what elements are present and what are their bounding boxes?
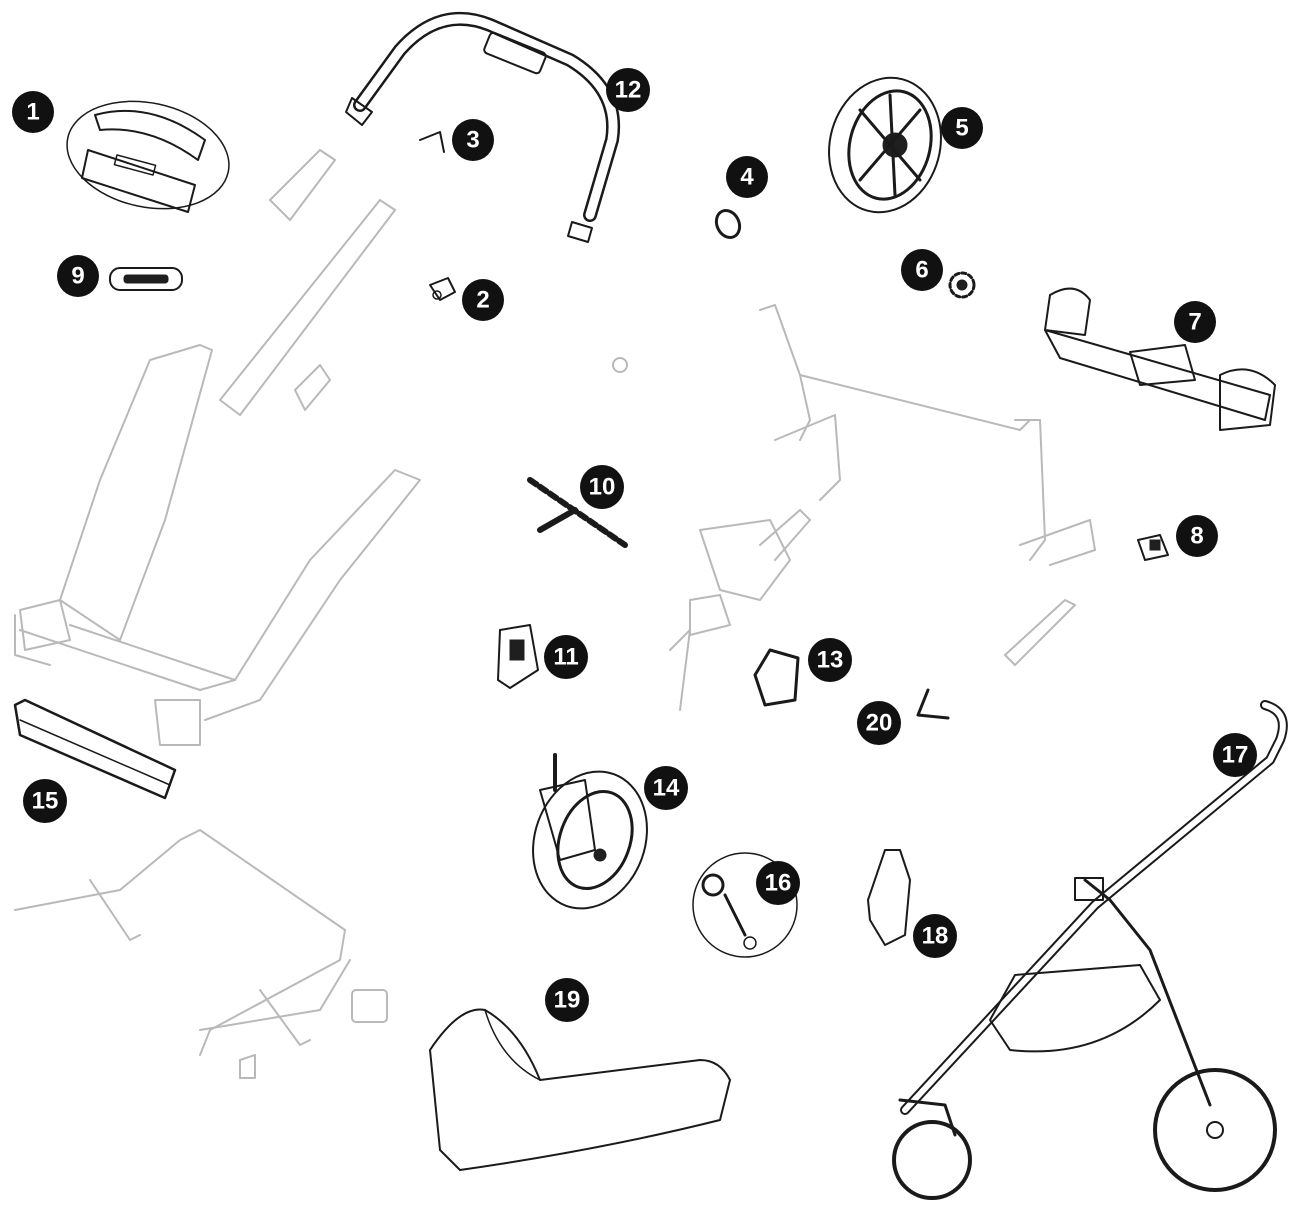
- part-9-logo-badge: [109, 267, 183, 291]
- svg-text:5: 5: [955, 115, 968, 142]
- part-14-front-wheel: [532, 753, 648, 910]
- part-3-pin: [419, 131, 445, 153]
- part-15-bumper-bar: [13, 698, 177, 800]
- svg-text:17: 17: [1222, 742, 1249, 769]
- svg-text:13: 13: [817, 647, 844, 674]
- svg-text:10: 10: [589, 474, 616, 501]
- part-11-buckle: [497, 624, 539, 689]
- svg-text:3: 3: [466, 127, 479, 154]
- svg-text:19: 19: [554, 987, 581, 1014]
- badge-20: 20: [857, 701, 901, 745]
- svg-text:14: 14: [653, 775, 680, 802]
- badge-12: 12: [606, 68, 650, 112]
- badge-4: 4: [726, 156, 768, 198]
- badge-9: 9: [57, 255, 99, 297]
- part-19-basket: [429, 1008, 731, 1171]
- svg-text:6: 6: [915, 257, 928, 284]
- svg-text:11: 11: [553, 644, 578, 671]
- badge-3: 3: [452, 119, 494, 161]
- part-2-knob: [429, 277, 456, 301]
- svg-text:12: 12: [615, 77, 642, 104]
- svg-text:18: 18: [922, 923, 949, 950]
- badge-18: 18: [913, 914, 957, 958]
- ghost-rear-axle-frame: [759, 304, 1096, 666]
- part-8-latch: [1137, 534, 1169, 561]
- badge-15: 15: [23, 779, 67, 823]
- svg-text:8: 8: [1190, 523, 1203, 550]
- badge-11: 11: [544, 635, 588, 679]
- part-4-clip-ring: [714, 208, 742, 240]
- ghost-handle-pieces: [219, 149, 628, 416]
- badge-5: 5: [941, 107, 983, 149]
- badge-13: 13: [808, 638, 852, 682]
- badge-2: 2: [462, 279, 504, 321]
- badge-7: 7: [1174, 301, 1216, 343]
- part-12-handlebar: [345, 11, 620, 243]
- svg-text:15: 15: [32, 788, 59, 815]
- badge-1: 1: [12, 91, 54, 133]
- svg-text:20: 20: [866, 710, 893, 737]
- badge-10: 10: [580, 465, 624, 509]
- part-1-handle-grip: [66, 100, 230, 213]
- part-16-screw-set: [692, 852, 798, 958]
- part-5-rear-wheel: [828, 76, 942, 214]
- part-13-seal: [753, 648, 800, 707]
- badge-6: 6: [901, 249, 943, 291]
- ghost-main-frame: [14, 344, 421, 746]
- badge-16: 16: [756, 861, 800, 905]
- part-10-t-bar: [527, 477, 628, 548]
- ghost-hub-mechanism: [669, 509, 811, 711]
- badge-14: 14: [644, 766, 688, 810]
- svg-text:9: 9: [71, 263, 84, 290]
- part-7-axle-bracket: [1044, 287, 1276, 431]
- part-6-gear: [948, 271, 976, 299]
- ghost-lower-frame: [14, 829, 388, 1079]
- part-20-hook: [916, 688, 950, 720]
- badge-17: 17: [1213, 733, 1257, 777]
- svg-text:1: 1: [26, 99, 39, 126]
- svg-text:4: 4: [740, 164, 754, 191]
- svg-text:16: 16: [765, 870, 792, 897]
- part-18-bracket: [867, 849, 911, 946]
- svg-text:2: 2: [476, 287, 489, 314]
- part-17-chassis: [892, 700, 1288, 1200]
- badge-8: 8: [1176, 515, 1218, 557]
- svg-text:7: 7: [1188, 309, 1201, 336]
- badge-19: 19: [545, 978, 589, 1022]
